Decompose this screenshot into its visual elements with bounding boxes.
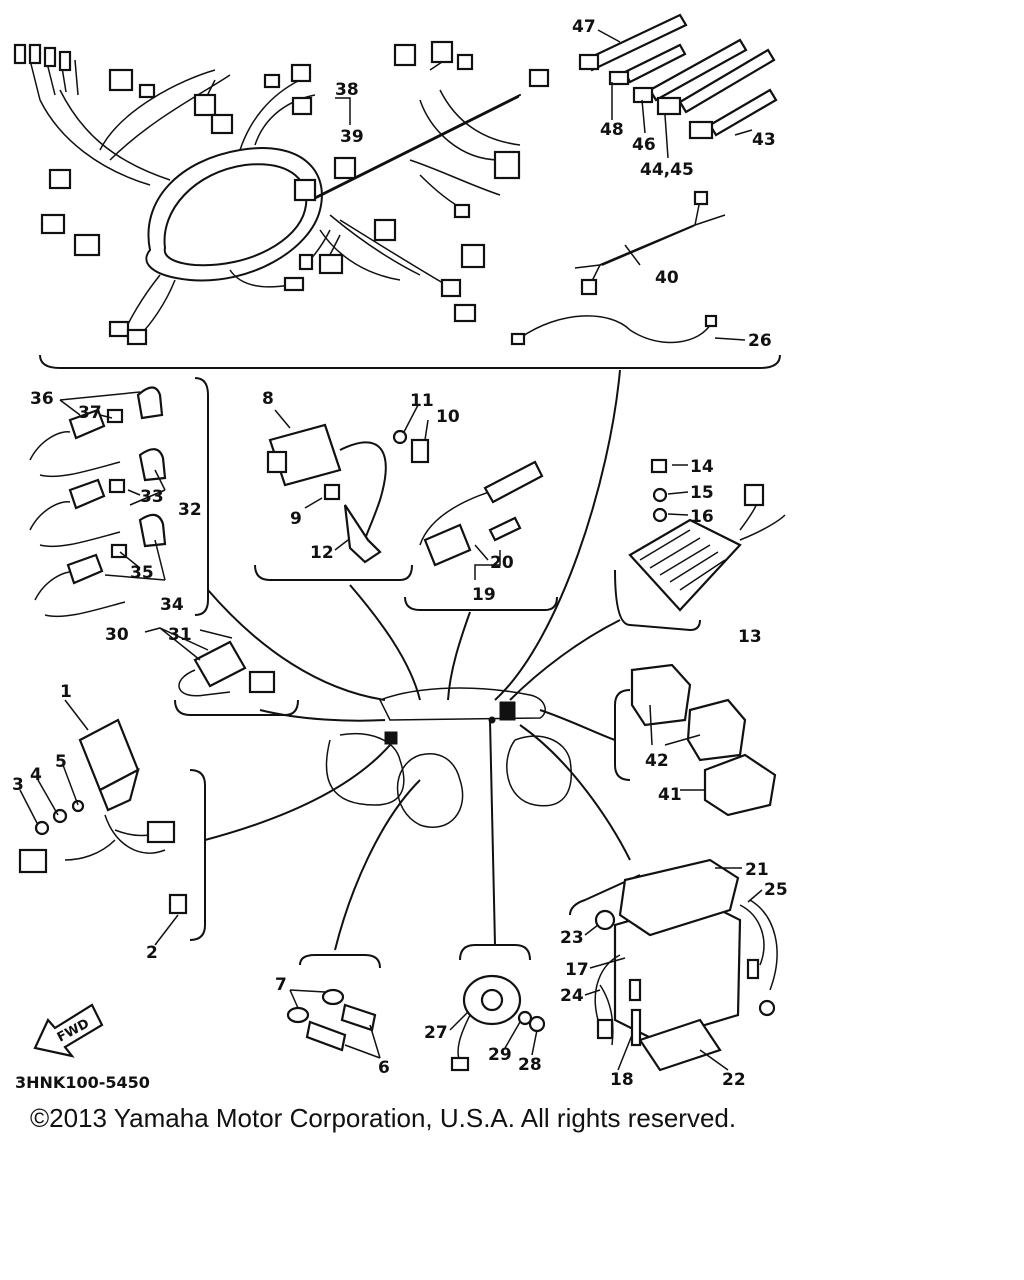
- copyright-notice: ©2013 Yamaha Motor Corporation, U.S.A. A…: [30, 1103, 737, 1133]
- callout-47: 47: [572, 17, 596, 37]
- cable-ties: [578, 13, 778, 140]
- callout-leaders: [19, 29, 763, 1071]
- callout-2: 2: [146, 943, 158, 963]
- callout-18: 18: [610, 1070, 634, 1090]
- battery-group: [569, 858, 778, 1072]
- callout-37: 37: [78, 403, 102, 423]
- callout-14: 14: [690, 457, 714, 477]
- callout-1: 1: [60, 682, 72, 702]
- rectifier-group: [614, 458, 786, 632]
- callout-4: 4: [30, 765, 42, 785]
- callout-11: 11: [410, 391, 434, 411]
- callout-17: 17: [565, 960, 589, 980]
- callout-41: 41: [658, 785, 682, 805]
- callout-7: 7: [275, 975, 287, 995]
- callout-21: 21: [745, 860, 769, 880]
- callout-42: 42: [645, 751, 669, 771]
- callout-30: 30: [105, 625, 129, 645]
- callout-15: 15: [690, 483, 714, 503]
- callout-29: 29: [488, 1045, 512, 1065]
- callout-33: 33: [140, 487, 164, 507]
- sub-leads: [510, 190, 726, 346]
- callout-16: 16: [690, 507, 714, 527]
- callout-8: 8: [262, 389, 274, 409]
- harness-connectors: [13, 40, 521, 346]
- switch-set: [29, 377, 209, 618]
- callout-38: 38: [335, 80, 359, 100]
- callout-26: 26: [748, 331, 772, 351]
- ignition-coil-group: [254, 423, 430, 581]
- callout-5: 5: [55, 752, 67, 772]
- callout-48: 48: [600, 120, 624, 140]
- callout-labels: 47 48 46 44,45 43 38 39 40 26 36 37 33 3…: [12, 17, 788, 1090]
- callout-31: 31: [168, 625, 192, 645]
- cdi-unit-group: [18, 718, 206, 941]
- wire-harness: [13, 40, 550, 346]
- leader-lines: [204, 369, 631, 951]
- sender-group: [450, 944, 546, 1072]
- callout-22: 22: [722, 1070, 746, 1090]
- callout-3: 3: [12, 775, 24, 795]
- callout-25: 25: [764, 880, 788, 900]
- callout-44-45: 44,45: [640, 160, 694, 180]
- terminal-covers: [614, 663, 777, 817]
- callout-27: 27: [424, 1023, 448, 1043]
- callout-43: 43: [752, 130, 776, 150]
- callout-6: 6: [378, 1058, 390, 1078]
- callout-40: 40: [655, 268, 679, 288]
- callout-28: 28: [518, 1055, 542, 1075]
- callout-23: 23: [560, 928, 584, 948]
- callout-35: 35: [130, 563, 154, 583]
- callout-20: 20: [490, 553, 514, 573]
- forward-arrow-icon: FWD: [33, 1003, 104, 1058]
- callout-36: 36: [30, 389, 54, 409]
- callout-39: 39: [340, 127, 364, 147]
- harness-bracket: [39, 354, 781, 369]
- neutral-switch-group: [174, 640, 299, 716]
- callout-46: 46: [632, 135, 656, 155]
- callout-19: 19: [472, 585, 496, 605]
- callout-13: 13: [738, 627, 762, 647]
- fittings-group: [286, 954, 381, 1052]
- relay-group: [404, 460, 558, 611]
- callout-32: 32: [178, 500, 202, 520]
- callout-9: 9: [290, 509, 302, 529]
- callout-10: 10: [436, 407, 460, 427]
- callout-24: 24: [560, 986, 584, 1006]
- callout-12: 12: [310, 543, 334, 563]
- drawing-code: 3HNK100-5450: [15, 1073, 150, 1092]
- callout-34: 34: [160, 595, 184, 615]
- exploded-view-svg: FWD 3HNK100-5450: [12, 13, 788, 1092]
- vehicle-outline: [325, 687, 572, 828]
